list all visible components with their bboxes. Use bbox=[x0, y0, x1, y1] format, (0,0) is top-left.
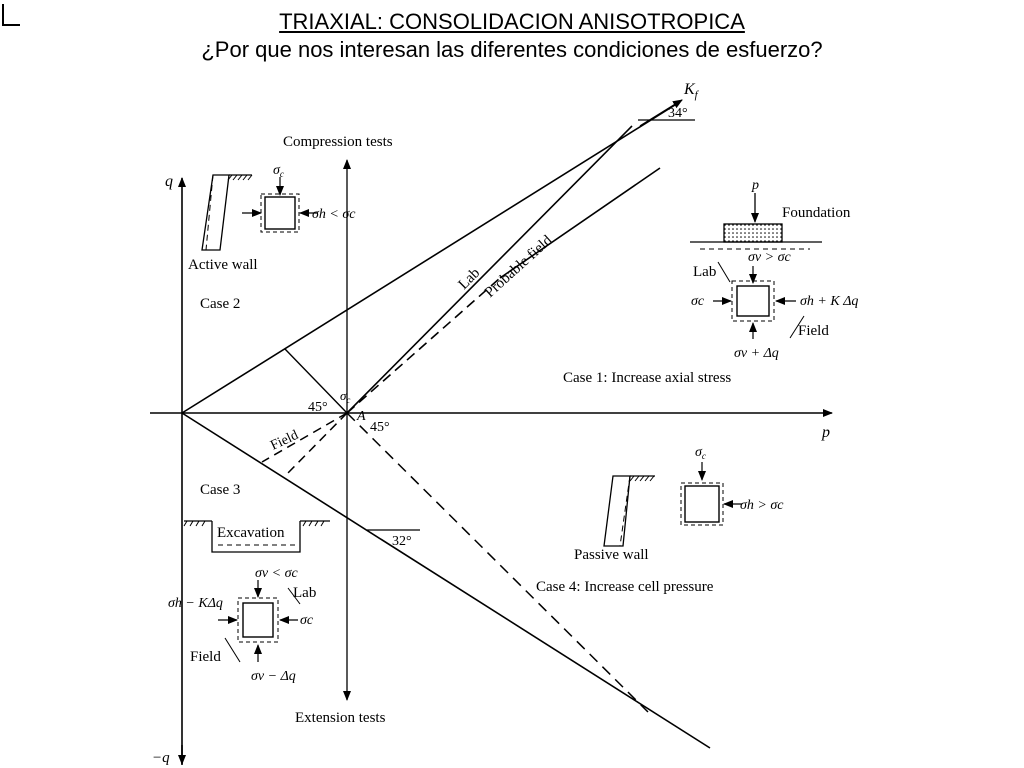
active-wall-shape bbox=[201, 174, 230, 251]
slide-corner-mark bbox=[2, 4, 20, 26]
lab-path-case3 bbox=[284, 412, 348, 477]
case1-left-stress: σc bbox=[691, 294, 705, 309]
normal-to-kf-upper bbox=[284, 348, 348, 414]
kf-label: Kf bbox=[683, 81, 700, 101]
point-a-label: A bbox=[356, 409, 366, 424]
field-path-case3 bbox=[261, 412, 348, 463]
case2-relation: σh < σc bbox=[312, 207, 356, 222]
active-wall-label: Active wall bbox=[188, 257, 258, 273]
case3-element bbox=[242, 602, 274, 638]
lab-path-label: Lab bbox=[456, 265, 484, 293]
case4-relation: σh > σc bbox=[740, 498, 784, 513]
case2-sigma-c: σc bbox=[273, 163, 284, 179]
case2-element bbox=[264, 196, 296, 230]
q-axis-label: q bbox=[165, 173, 173, 190]
case1-group: p Foundation σv > σc Lab σc σh + K Δq σv… bbox=[563, 178, 858, 386]
case2-element-dashed bbox=[260, 193, 300, 233]
case3-bottom-stress: σv − Δq bbox=[251, 669, 296, 684]
case1-bottom-stress: σv + Δq bbox=[734, 346, 779, 361]
foundation-label: Foundation bbox=[782, 205, 851, 221]
sigma-c-at-a: σc bbox=[340, 388, 350, 405]
case4-label: Case 4: Increase cell pressure bbox=[536, 579, 714, 595]
case1-lab-label: Lab bbox=[693, 264, 716, 280]
neg-q-axis-label: −q bbox=[152, 750, 170, 766]
case1-element bbox=[736, 285, 770, 317]
p-axis-label: p bbox=[821, 424, 830, 441]
case3-right-stress: σc bbox=[300, 613, 314, 628]
case3-relation: σv < σc bbox=[255, 566, 298, 581]
angle-32-label: 32° bbox=[392, 534, 412, 549]
case2-label: Case 2 bbox=[200, 296, 240, 312]
excavation-pit bbox=[211, 521, 301, 553]
foundation-block bbox=[723, 223, 783, 243]
case4-sigma-c: σc bbox=[695, 445, 706, 461]
case3-lab-label: Lab bbox=[293, 585, 316, 601]
active-wall-hatch bbox=[227, 174, 253, 181]
case1-right-stress: σh + K Δq bbox=[800, 294, 858, 309]
kf-arrow bbox=[639, 99, 683, 127]
case1-relation: σv > σc bbox=[748, 250, 791, 265]
field-path-label: Field bbox=[268, 428, 300, 454]
angle-45-left-label: 45° bbox=[308, 400, 328, 415]
kf-line-lower bbox=[181, 412, 711, 749]
case1-field-leader bbox=[789, 315, 805, 339]
case3-field-label: Field bbox=[190, 649, 221, 665]
passive-wall-label: Passive wall bbox=[574, 547, 649, 563]
slide-title: TRIAXIAL: CONSOLIDACION ANISOTROPICA bbox=[279, 9, 745, 34]
excavation-hatch-left bbox=[183, 520, 206, 527]
compression-tests-label: Compression tests bbox=[283, 134, 393, 150]
case3-label: Case 3 bbox=[200, 482, 240, 498]
case1-element-dashed bbox=[731, 280, 775, 322]
case4-element bbox=[684, 485, 720, 523]
case3-field-leader bbox=[224, 637, 241, 663]
case1-label: Case 1: Increase axial stress bbox=[563, 370, 731, 386]
extension-tests-label: Extension tests bbox=[295, 710, 386, 726]
passive-wall-failure-line bbox=[619, 475, 631, 547]
angle-45-right-label: 45° bbox=[370, 420, 390, 435]
case1-lab-leader bbox=[717, 261, 731, 283]
passive-wall-hatch bbox=[629, 475, 655, 482]
case3-lab-leader bbox=[287, 587, 301, 605]
case1-p-label: p bbox=[751, 178, 759, 193]
case4-element-dashed bbox=[680, 482, 724, 526]
probable-field-solid bbox=[499, 167, 661, 279]
probable-field-dashed bbox=[346, 277, 501, 414]
excavation-label: Excavation bbox=[217, 525, 285, 541]
excavation-hatch-right bbox=[302, 520, 325, 527]
active-wall-failure-line bbox=[205, 174, 214, 251]
passive-wall-shape bbox=[603, 475, 631, 547]
case3-left-stress: σh − KΔq bbox=[168, 596, 223, 611]
case2-group: Active wall σc σh < σc Case 2 bbox=[188, 163, 356, 312]
case3-element-dashed bbox=[237, 597, 279, 643]
case1-field-label: Field bbox=[798, 323, 829, 339]
case4-group: Passive wall σc σh > σc Case 4: Increase… bbox=[536, 445, 784, 595]
slide-header: TRIAXIAL: CONSOLIDACION ANISOTROPICA ¿Po… bbox=[0, 8, 1024, 64]
kf-line-upper bbox=[181, 104, 676, 414]
angle-34-label: 34° bbox=[668, 106, 688, 121]
slide-subtitle: ¿Por que nos interesan las diferentes co… bbox=[201, 37, 823, 62]
case3-group: Case 3 Excavation σv < σc σh − KΔq σc σv… bbox=[168, 482, 330, 684]
lab-stress-path bbox=[346, 125, 633, 414]
